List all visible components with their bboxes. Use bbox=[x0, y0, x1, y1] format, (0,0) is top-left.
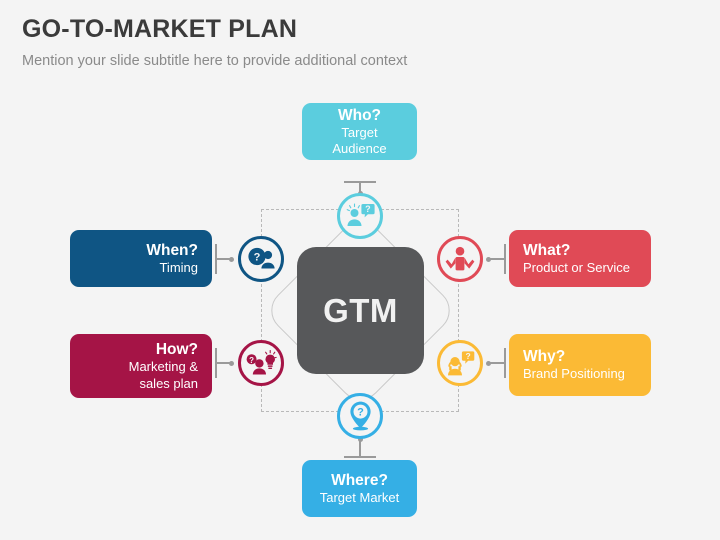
node-box-how[interactable]: How? Marketing & sales plan bbox=[70, 334, 212, 398]
person-question-bubble-icon: ? bbox=[345, 202, 375, 230]
stem-how-line bbox=[215, 362, 231, 364]
node-question-when: When? bbox=[146, 241, 198, 259]
svg-text:?: ? bbox=[357, 407, 364, 419]
page-subtitle: Mention your slide subtitle here to prov… bbox=[22, 53, 408, 69]
node-question-where: Where? bbox=[331, 471, 388, 489]
node-description-what: Product or Service bbox=[523, 259, 630, 275]
node-description-why: Brand Positioning bbox=[523, 366, 625, 382]
icon-circle-where[interactable]: ? bbox=[337, 393, 383, 439]
person-headset-question-icon: ? bbox=[445, 350, 475, 377]
person-question-lightbulb-icon: ? bbox=[246, 349, 277, 377]
stem-why-dot bbox=[486, 360, 491, 366]
svg-text:?: ? bbox=[465, 351, 470, 361]
node-description-who: Target Audience bbox=[332, 124, 387, 157]
stem-who-line bbox=[359, 181, 361, 195]
svg-text:?: ? bbox=[249, 355, 254, 364]
stem-what-dot bbox=[486, 256, 491, 262]
stem-why-line bbox=[489, 362, 505, 364]
stem-why-cap bbox=[504, 348, 506, 378]
svg-text:?: ? bbox=[254, 252, 261, 264]
node-box-what[interactable]: What? Product or Service bbox=[509, 230, 651, 287]
svg-text:?: ? bbox=[365, 204, 371, 214]
node-description-where: Target Market bbox=[319, 489, 400, 505]
node-box-when[interactable]: When? Timing bbox=[70, 230, 212, 287]
node-box-where[interactable]: Where? Target Market bbox=[302, 460, 417, 517]
person-shrug-icon bbox=[445, 246, 475, 272]
icon-circle-when[interactable]: ? bbox=[238, 236, 284, 282]
node-description-how-line2: sales plan bbox=[139, 375, 198, 391]
stem-where-dot bbox=[357, 437, 363, 442]
node-box-why[interactable]: Why? Brand Positioning bbox=[509, 334, 651, 396]
node-question-why: Why? bbox=[523, 348, 566, 366]
stem-what-cap bbox=[504, 244, 506, 274]
center-gtm-node[interactable]: GTM bbox=[262, 212, 459, 409]
map-pin-question-icon: ? bbox=[347, 401, 374, 431]
stem-where-line bbox=[359, 440, 361, 456]
node-question-what: What? bbox=[523, 241, 571, 259]
icon-circle-who[interactable]: ? bbox=[337, 193, 383, 239]
node-question-who: Who? bbox=[337, 106, 382, 124]
stem-when-line bbox=[215, 258, 231, 260]
stem-when-dot bbox=[229, 256, 234, 262]
node-question-how: How? bbox=[155, 341, 198, 358]
stem-what-line bbox=[489, 258, 505, 260]
node-description-how-line1: Marketing & bbox=[128, 359, 198, 374]
center-label: GTM bbox=[323, 291, 398, 329]
icon-circle-how[interactable]: ? bbox=[238, 340, 284, 386]
stem-how-dot bbox=[229, 360, 234, 366]
node-description-when: Timing bbox=[159, 259, 198, 275]
node-box-who[interactable]: Who? Target Audience bbox=[302, 103, 417, 160]
page-title: GO-TO-MARKET PLAN bbox=[22, 15, 298, 43]
icon-circle-what[interactable] bbox=[437, 236, 483, 282]
stem-where-cap bbox=[344, 456, 376, 458]
clock-question-person-icon: ? bbox=[246, 246, 276, 272]
icon-circle-why[interactable]: ? bbox=[437, 340, 483, 386]
